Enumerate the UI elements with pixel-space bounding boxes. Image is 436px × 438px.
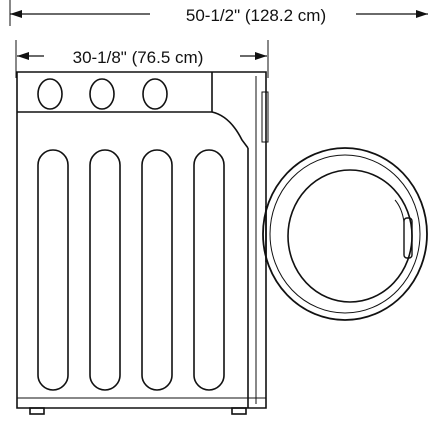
door-ring-inner [269,154,421,314]
cabinet-outline [16,71,267,409]
overall-width-dimension: 50-1/2" (128.2 cm) [9,0,428,26]
door-glass [287,169,413,303]
overall-width-label: 50-1/2" (128.2 cm) [186,6,326,25]
rear-hose-bracket [261,91,269,143]
rib-2 [89,149,121,391]
control-knobs [37,78,168,110]
panel-curve [211,111,249,149]
cabinet-width-label: 30-1/8" (76.5 cm) [73,48,204,67]
side-panel-ribs [37,149,225,391]
rib-1 [37,149,69,391]
door-handle [403,217,413,259]
knob-1 [37,78,63,110]
washer-cabinet [16,71,269,415]
knob-3 [142,78,168,110]
rib-3 [141,149,173,391]
foot-left [29,407,45,415]
knob-2 [89,78,115,110]
cabinet-width-dimension: 30-1/8" (76.5 cm) [15,40,269,78]
door-glass-highlight [394,199,405,223]
open-door [262,147,428,321]
rib-4 [193,149,225,391]
foot-right [231,407,247,415]
door-outer-ring [262,147,428,321]
